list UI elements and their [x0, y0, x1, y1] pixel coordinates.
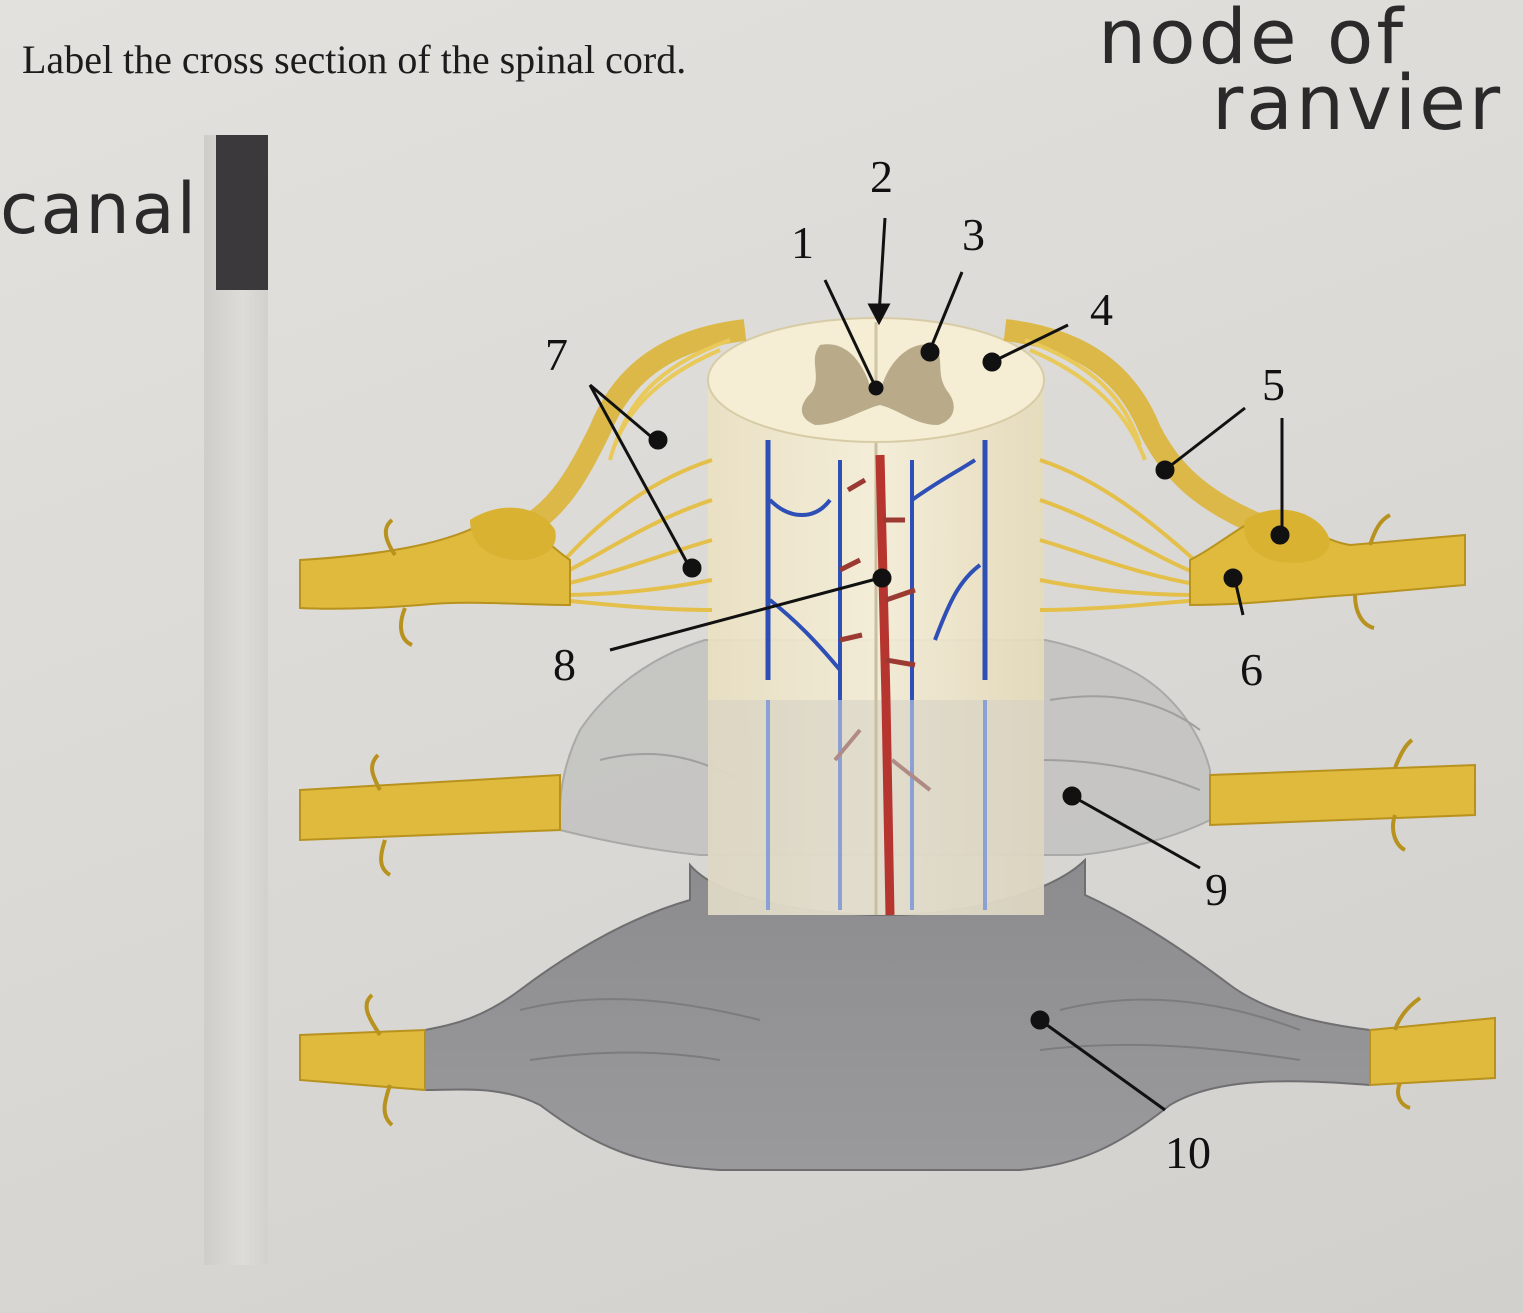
label-10: 10: [1165, 1127, 1211, 1178]
dura-mater: [424, 857, 1371, 1171]
label-2: 2: [870, 151, 893, 202]
margin-bar: [204, 135, 268, 1265]
leader-lines: [588, 217, 1290, 1112]
bottom-spinal-nerves: [299, 993, 1496, 1127]
anterior-spinal-artery: [875, 454, 895, 916]
middle-spinal-nerves: [299, 738, 1476, 877]
label-7: 7: [545, 329, 568, 380]
handwritten-note-line1: node of: [1098, 0, 1407, 81]
handwritten-note-line2: ranvier: [1212, 58, 1504, 147]
handwritten-note-canal: canal: [0, 168, 199, 250]
label-8: 8: [553, 639, 576, 690]
spinal-cord-column: [708, 330, 1044, 915]
gray-matter: [801, 344, 954, 425]
label-9: 9: [1205, 864, 1228, 915]
label-4: 4: [1090, 284, 1113, 335]
blood-vessels: [765, 440, 988, 916]
top-spinal-nerves: [299, 319, 1466, 647]
label-6: 6: [1240, 644, 1263, 695]
label-1: 1: [791, 217, 814, 268]
label-3: 3: [962, 209, 985, 260]
number-labels: 1 2 3 4 5 6 7 8 9 10: [545, 151, 1285, 1178]
question-text: Label the cross section of the spinal co…: [22, 37, 687, 82]
margin-bar-dark-cap: [216, 135, 268, 290]
label-5: 5: [1262, 359, 1285, 410]
cross-section-top: [707, 317, 1045, 443]
